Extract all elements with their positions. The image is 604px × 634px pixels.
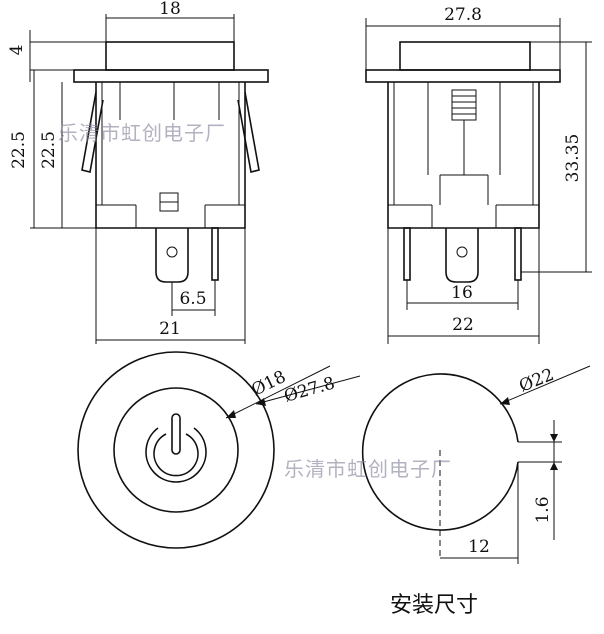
- caption-installation-dimensions: 安装尺寸: [390, 593, 478, 618]
- watermark-upper: 乐清市虹创电子厂: [58, 121, 226, 145]
- cutout-view: [361, 373, 519, 560]
- side-cap: [399, 41, 531, 71]
- front-terminal-right: [211, 227, 219, 281]
- front-right-clip: [237, 91, 260, 173]
- front-body: [95, 82, 246, 229]
- top-view: [77, 351, 275, 549]
- side-terminal-left: [403, 227, 411, 281]
- cutout-dimensions: Ø22 1.6 12: [440, 365, 591, 564]
- watermark-lower: 乐清市虹创电子厂: [284, 457, 452, 481]
- dim-front-body-height: 22.5: [39, 131, 59, 169]
- dim-front-body-width: 21: [159, 319, 181, 339]
- side-body: [387, 82, 540, 229]
- cutout-circle: [361, 373, 519, 531]
- front-terminal-center: [155, 228, 189, 283]
- dim-top-outer-diameter: Ø27.8: [282, 373, 337, 407]
- front-bezel: [73, 69, 269, 83]
- dim-cutout-diameter: Ø22: [516, 365, 556, 397]
- dim-side-top-width: 27.8: [444, 5, 482, 25]
- side-bezel: [365, 69, 561, 83]
- dim-front-overall-height: 22.5: [9, 131, 29, 169]
- side-view-dimensions: 27.8 33.35 16 22: [365, 5, 592, 344]
- power-icon: [145, 413, 207, 483]
- top-inner-circle: [113, 387, 239, 513]
- dim-front-terminal-pitch: 6.5: [179, 289, 206, 309]
- dim-front-top-width: 18: [159, 0, 181, 19]
- side-terminal-right: [514, 227, 522, 281]
- dim-cutout-notch-depth: 1.6: [533, 496, 553, 523]
- dim-side-terminal-span: 16: [451, 283, 473, 303]
- side-view: [365, 41, 561, 283]
- front-left-clip: [81, 91, 104, 173]
- dim-side-overall-height: 33.35: [563, 134, 583, 183]
- dim-top-inner-diameter: Ø18: [248, 367, 289, 401]
- dim-side-body-width: 22: [452, 315, 474, 335]
- side-terminal-center: [445, 228, 479, 283]
- dim-cutout-notch-offset: 12: [468, 537, 490, 557]
- top-view-dimensions: Ø18 Ø27.8: [225, 365, 361, 419]
- dim-front-cap-height: 4: [7, 45, 27, 56]
- front-cap: [105, 41, 235, 71]
- top-outer-circle: [77, 351, 275, 549]
- front-view: [73, 41, 269, 283]
- front-view-dimensions: 18 4 22.5 22.5 6.5 21: [7, 0, 246, 344]
